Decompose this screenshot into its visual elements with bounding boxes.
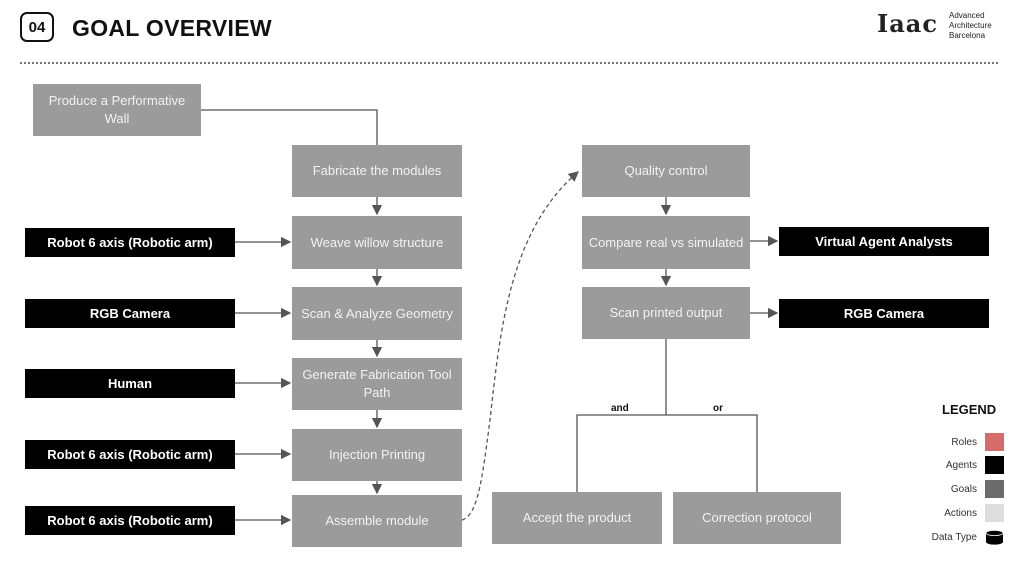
agent-robot-arm: Robot 6 axis (Robotic arm) <box>25 440 235 469</box>
branch-label-or: or <box>713 403 723 414</box>
legend-label: Agents <box>945 459 977 471</box>
agent-virtual-analysts: Virtual Agent Analysts <box>779 227 989 256</box>
agent-rgb-camera: RGB Camera <box>25 299 235 328</box>
dotted-divider <box>20 62 998 64</box>
branch-split <box>576 414 758 492</box>
section-number-badge: 04 <box>20 12 54 42</box>
page-title: GOAL OVERVIEW <box>72 15 272 41</box>
legend-label: Goals <box>950 483 977 495</box>
agent-rgb-camera: RGB Camera <box>779 299 989 328</box>
legend-label: Data Type <box>931 531 977 543</box>
legend-item-agents: Agents <box>880 455 1004 475</box>
legend-label: Actions <box>944 507 977 519</box>
legend-title: LEGEND <box>942 402 997 417</box>
legend-item-datatype: Data Type <box>880 527 1004 547</box>
agent-robot-arm: Robot 6 axis (Robotic arm) <box>25 506 235 535</box>
legend-item-goals: Goals <box>880 479 1004 499</box>
goal-produce-wall: Produce a Performative Wall <box>33 84 201 136</box>
logo-line: Barcelona <box>949 31 986 40</box>
goal-accept-product: Accept the product <box>492 492 662 544</box>
legend-item-actions: Actions <box>880 503 1004 523</box>
legend-swatch-goals <box>985 480 1004 498</box>
goal-fabricate-modules: Fabricate the modules <box>292 145 462 197</box>
goal-correction-protocol: Correction protocol <box>673 492 841 544</box>
legend-swatch-agents <box>985 456 1004 474</box>
goal-compare-real-simulated: Compare real vs simulated <box>582 216 750 269</box>
legend-item-roles: Roles <box>880 432 1004 452</box>
logo-line: Advanced <box>949 11 985 20</box>
logo-caption: Advanced Architecture Barcelona <box>949 11 992 41</box>
iaac-logo: Iaac <box>877 9 938 38</box>
goal-weave-structure: Weave willow structure <box>292 216 462 269</box>
goal-scan-analyze: Scan & Analyze Geometry <box>292 287 462 340</box>
legend-swatch-actions <box>985 504 1004 522</box>
goal-scan-printed-output: Scan printed output <box>582 287 750 339</box>
legend-label: Roles <box>951 436 977 448</box>
agent-human: Human <box>25 369 235 398</box>
logo-line: Architecture <box>949 21 992 30</box>
dashed-arrow-assemble-quality <box>461 171 579 521</box>
goal-quality-control: Quality control <box>582 145 750 197</box>
goal-injection-printing: Injection Printing <box>292 429 462 481</box>
goal-assemble-module: Assemble module <box>292 495 462 547</box>
connector-produce-fabricate <box>201 109 378 145</box>
branch-label-and: and <box>611 403 629 414</box>
goal-generate-toolpath: Generate Fabrication Tool Path <box>292 358 462 410</box>
legend-swatch-roles <box>985 433 1004 451</box>
agent-robot-arm: Robot 6 axis (Robotic arm) <box>25 228 235 257</box>
database-icon <box>985 530 1004 545</box>
